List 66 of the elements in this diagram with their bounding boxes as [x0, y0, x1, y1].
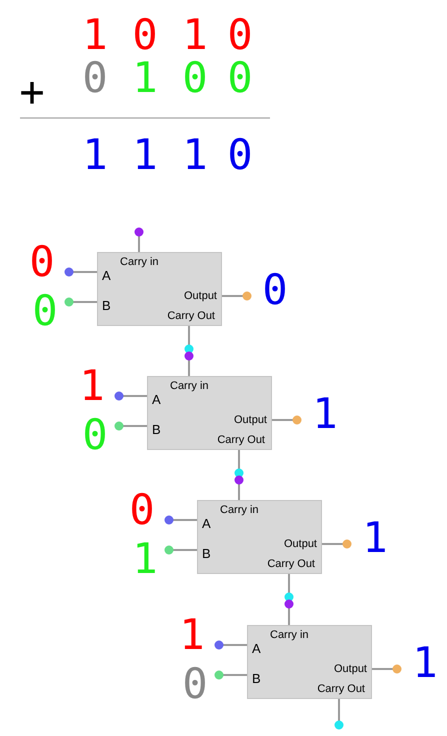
digit: 0 — [82, 414, 108, 456]
wire — [184, 326, 194, 376]
digit: 1 — [312, 393, 338, 435]
pin-label: Carry in — [120, 257, 159, 268]
digit: 1 — [82, 14, 108, 56]
wire — [272, 416, 302, 424]
pin-label: Carry Out — [217, 435, 265, 446]
digit: 0 — [82, 57, 108, 99]
adder-block — [247, 625, 372, 699]
pin-label: Carry in — [270, 630, 309, 641]
digit: 1 — [82, 134, 108, 176]
wire — [64, 298, 97, 306]
digit: 1 — [362, 517, 388, 559]
wire — [134, 228, 144, 252]
wire — [114, 392, 147, 400]
digit: 0 — [227, 57, 253, 99]
digit: 0 — [32, 290, 58, 332]
digit: 1 — [79, 365, 105, 407]
pin-label: B — [152, 423, 161, 436]
digit: 0 — [182, 57, 208, 99]
wire — [164, 516, 197, 524]
adder-block — [97, 252, 222, 326]
wire — [214, 670, 247, 680]
digit: 0 — [129, 489, 155, 531]
wire — [322, 540, 352, 548]
pin-label: Output — [234, 415, 267, 426]
wire — [372, 664, 402, 674]
pin-label: Carry Out — [167, 311, 215, 322]
wire — [222, 292, 252, 300]
digit: 0 — [182, 663, 208, 705]
pin-label: Carry in — [170, 381, 209, 392]
digit: 1 — [182, 14, 208, 56]
wire — [114, 422, 147, 430]
pin-label: Output — [184, 291, 217, 302]
wire — [214, 640, 247, 650]
digit: 1 — [179, 614, 205, 656]
wire — [334, 699, 344, 730]
pin-label: Output — [284, 539, 317, 550]
digit: 1 — [132, 134, 158, 176]
pin-label: Carry in — [220, 505, 259, 516]
pin-label: A — [102, 269, 111, 282]
digit: 1 — [132, 57, 158, 99]
pin-label: B — [202, 547, 211, 560]
wire — [64, 268, 97, 276]
pin-label: Carry Out — [267, 559, 315, 570]
pin-label: A — [202, 517, 211, 530]
pin-label: A — [152, 393, 161, 406]
pin-label: B — [252, 672, 261, 685]
digit: 0 — [262, 269, 288, 311]
adder-block — [147, 376, 272, 450]
digit: 1 — [182, 134, 208, 176]
pin-label: A — [252, 642, 261, 655]
digit: 0 — [227, 14, 253, 56]
plus-sign: + — [19, 71, 45, 113]
adder-block — [197, 500, 322, 574]
digit: 0 — [132, 14, 158, 56]
digit: 0 — [227, 134, 253, 176]
wire — [164, 546, 197, 554]
digit: 1 — [132, 538, 158, 580]
pin-label: Output — [334, 664, 367, 675]
pin-label: Carry Out — [317, 684, 365, 695]
digit: 0 — [29, 241, 55, 283]
wire — [234, 450, 244, 500]
pin-label: B — [102, 299, 111, 312]
digit: 1 — [412, 642, 438, 684]
wire — [284, 574, 294, 625]
